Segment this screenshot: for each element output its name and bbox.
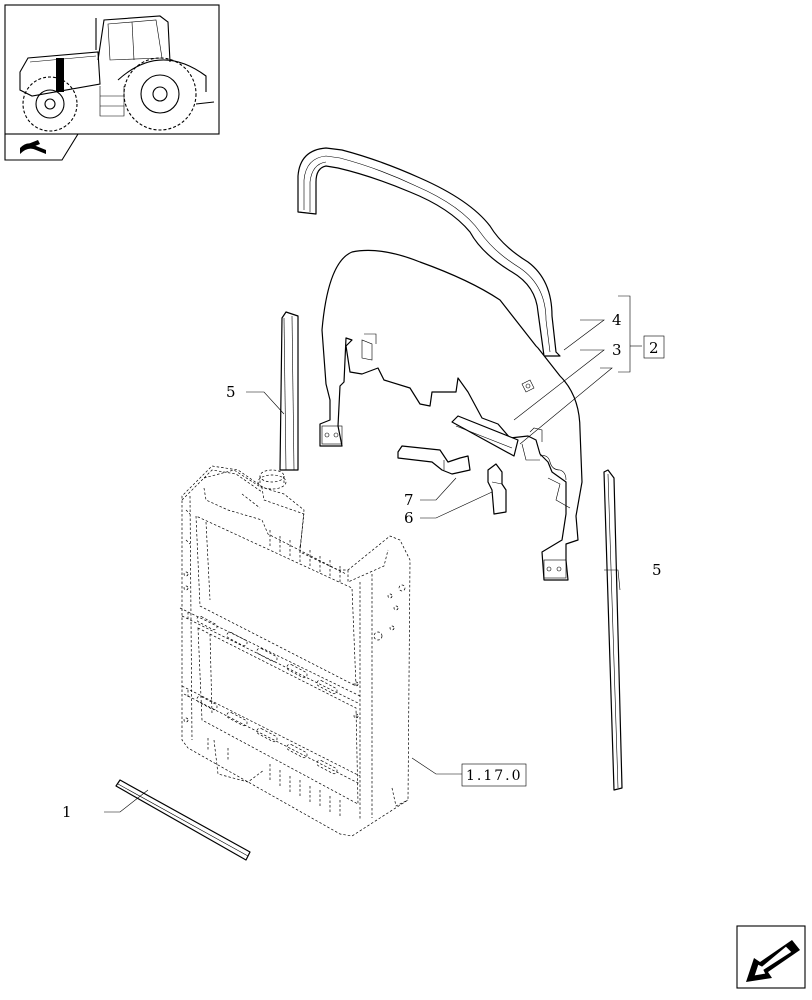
callout-5-left: 5 <box>226 383 236 401</box>
upper-seal-profile <box>297 147 561 357</box>
callout-5-right: 5 <box>652 561 662 579</box>
next-page-arrow-icon[interactable] <box>736 925 806 989</box>
leader-lines <box>104 295 642 813</box>
radiator-assembly <box>179 465 411 837</box>
reference-label[interactable]: 1.17.0 <box>466 768 523 784</box>
callout-2: 2 <box>649 339 659 357</box>
vertical-seal-left <box>279 311 299 471</box>
shroud-strip <box>451 415 519 457</box>
callout-labels: 1 5 4 3 5 7 6 2 <box>62 311 665 821</box>
callout-6: 6 <box>404 509 414 527</box>
callout-3: 3 <box>612 341 622 359</box>
z-bracket <box>397 445 471 475</box>
vertical-seal-right <box>603 469 623 791</box>
lower-seal-bar <box>115 779 251 861</box>
radiator-shroud-panel <box>319 249 583 581</box>
section-marker-icon <box>4 133 79 161</box>
small-plate <box>487 463 507 515</box>
reference-link[interactable]: 1.17.0 <box>461 763 527 787</box>
callout-4: 4 <box>612 311 622 329</box>
callout-1: 1 <box>62 803 72 821</box>
callout-2-box <box>643 335 665 359</box>
tractor-thumbnail-icon <box>4 4 220 135</box>
callout-7: 7 <box>404 491 414 509</box>
